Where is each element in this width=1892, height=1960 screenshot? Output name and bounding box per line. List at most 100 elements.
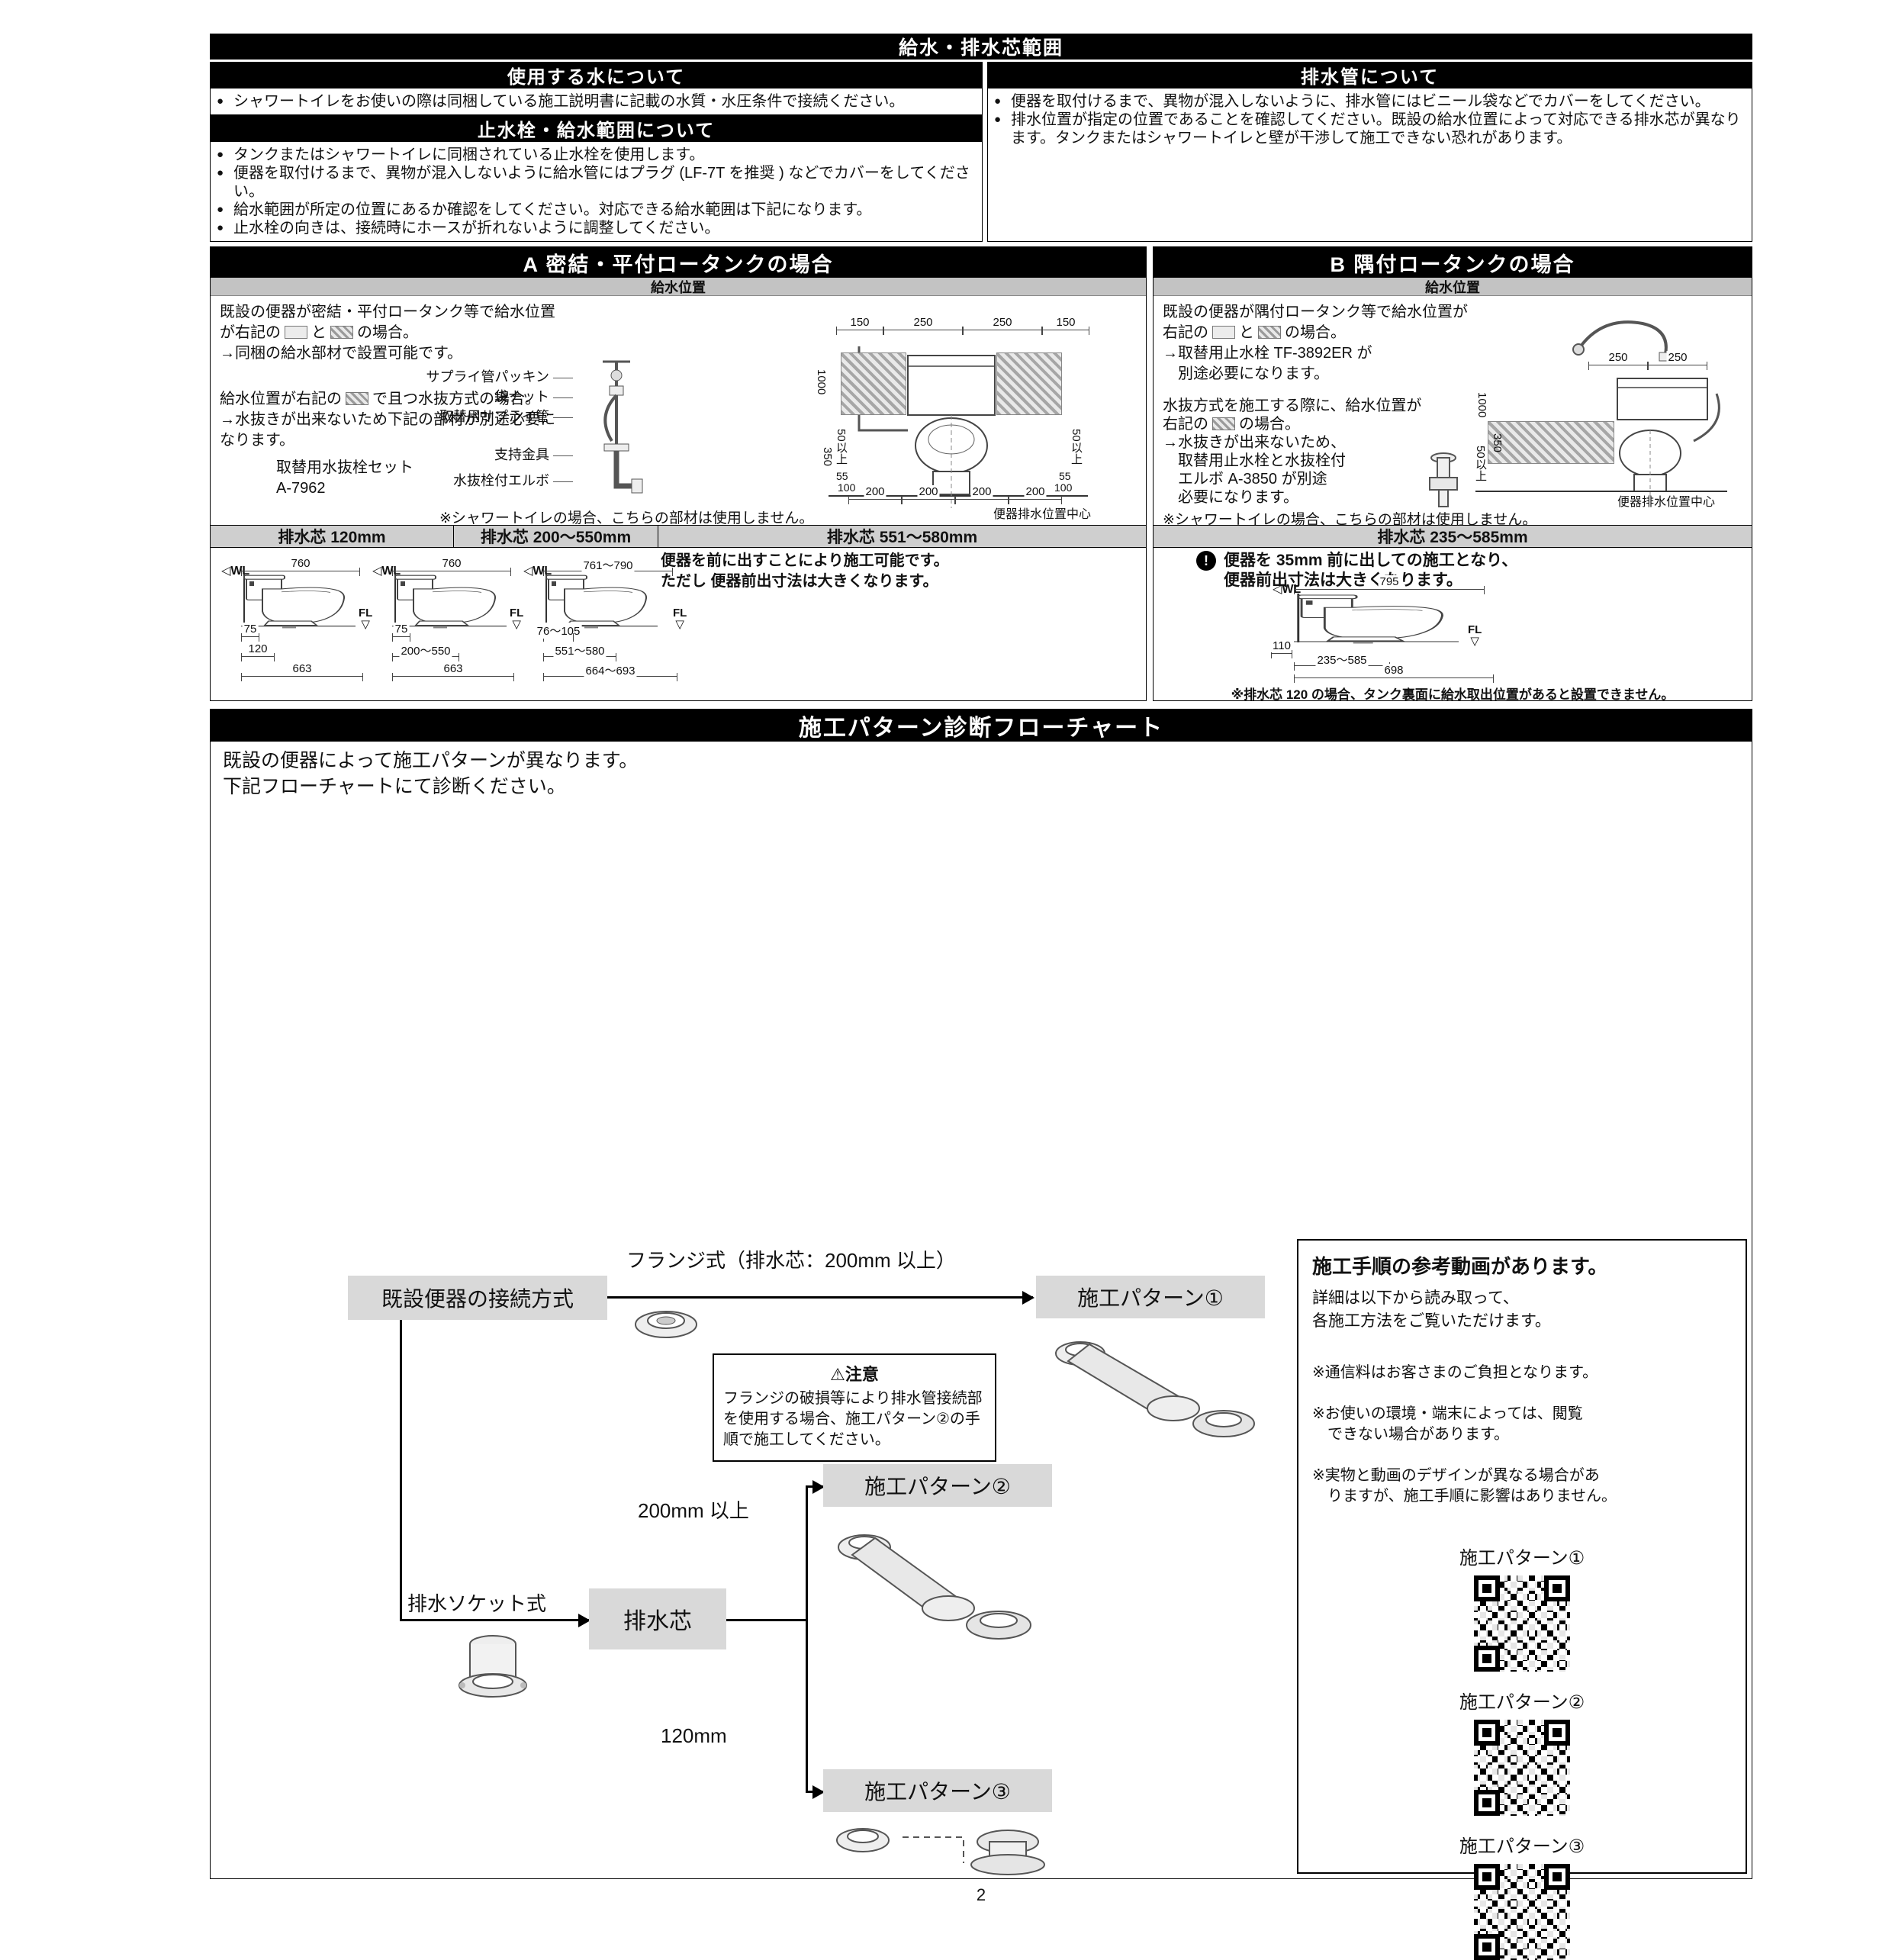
floor-line-marker: FL▽ xyxy=(359,607,372,630)
flow-box-drain-core: 排水芯 xyxy=(589,1588,726,1649)
panel-b-title: B 隅付ロータンクの場合 xyxy=(1154,247,1752,278)
flow-box-existing-connection: 既設便器の接続方式 xyxy=(348,1276,607,1320)
section-flowchart: 施工パターン診断フローチャート 既設の便器によって施工パターンが異なります。 下… xyxy=(210,709,1752,1960)
pattern-2-pipe-illustration xyxy=(838,1534,1031,1640)
side-diagram-b: ◁WL 795 FL▽ 110 235〜585 698 xyxy=(1268,575,1504,684)
wall-line-icon: ◁ xyxy=(372,565,382,578)
forward-warning: ! 便器を 35mm 前に出しての施工となり、 便器前出寸法は大きくなります。 xyxy=(1196,551,1517,591)
bullet-item: ●便器を取付けるまで、異物が混入しないように給水管にはプラグ (LF-7T を推… xyxy=(217,164,976,201)
qr-finder xyxy=(1474,1864,1500,1890)
text: 右記の xyxy=(1163,416,1208,433)
fl-label: FL xyxy=(673,607,687,620)
wall-line-marker: ◁WL xyxy=(1273,581,1301,597)
video-panel-notes: ※通信料はお客さまのご負担となります。 ※お使いの環境・端末によっては、閲覧 で… xyxy=(1312,1342,1732,1527)
supply-position-diagram-a: 150 250 250 150 1000 50以上 350 50以上 55 10… xyxy=(813,316,1096,521)
water-text: ● シャワートイレをお使いの際は同梱している施工説明書に記載の水質・水圧条件で接… xyxy=(210,88,983,115)
connector-line xyxy=(726,1619,806,1621)
bullet-icon: ● xyxy=(217,95,224,108)
section-tank-cases: A 密結・平付ロータンクの場合 給水位置 既設の便器が密結・平付ロータンク等で給… xyxy=(210,246,1752,702)
bullet-icon: ● xyxy=(217,221,224,234)
caution-title: ⚠注意 xyxy=(723,1361,986,1386)
note-line: ※お使いの環境・端末によっては、閲覧 できない場合があります。 xyxy=(1312,1405,1583,1443)
panel-a-close-coupled-tank: A 密結・平付ロータンクの場合 給水位置 既設の便器が密結・平付ロータンク等で給… xyxy=(210,246,1147,701)
text-line: なります。 xyxy=(220,432,294,449)
qr-label: 施工パターン② xyxy=(1459,1692,1585,1713)
bullet-text: 便器を取付けるまで、異物が混入しないように、排水管にはビニール袋などでカバーをし… xyxy=(1011,93,1710,110)
floor-line-icon: ▽ xyxy=(361,618,370,631)
qr-code-pattern-2 xyxy=(1474,1720,1570,1816)
text-line: 水抜方式を施工する際に、給水位置が xyxy=(1163,397,1422,414)
legend-hatch-icon xyxy=(330,326,353,339)
dimension: 350 xyxy=(1491,433,1504,453)
flange-branch-label: フランジ式（排水芯：200mm 以上） xyxy=(626,1249,956,1272)
kit-label: 取替用水抜栓セット xyxy=(276,459,413,476)
text-line: が右記のとの場合。 xyxy=(220,323,418,343)
qr-finder xyxy=(1544,1575,1570,1601)
floor-line-marker: FL▽ xyxy=(673,607,687,630)
text-line: →水抜きが出来ないため、 xyxy=(1163,434,1346,451)
text-line: エルボ A-3850 が別途 xyxy=(1163,471,1327,488)
bullet-item: ●給水範囲が所定の位置にあるか確認をしてください。対応できる給水範囲は下記になり… xyxy=(217,201,976,219)
supply-zone-hatch xyxy=(841,352,906,415)
floor-line-icon: ▽ xyxy=(1470,635,1479,648)
dimension: 55 xyxy=(1059,470,1071,482)
text-line: 別途必要になります。 xyxy=(1163,365,1329,382)
panel-a-diagrams: 便器を前に出すことにより施工可能です。 ただし 便器前出寸法は大きくなります。 … xyxy=(211,548,1146,700)
socket-branch-label: 排水ソケット式 xyxy=(407,1592,547,1615)
floor-line-icon: ▽ xyxy=(675,618,684,631)
dimension: 75 xyxy=(241,623,259,642)
text: 右記の xyxy=(1163,324,1208,341)
qr-code-pattern-1 xyxy=(1474,1575,1570,1672)
text-line: 右記のの場合。 xyxy=(1163,415,1300,433)
dimension: 76〜105 xyxy=(535,623,582,642)
fl-label: FL xyxy=(510,607,524,620)
text: と xyxy=(311,324,327,341)
text-line: 便器を 35mm 前に出しての施工となり、 xyxy=(1224,552,1518,569)
qr-finder xyxy=(1544,1720,1570,1746)
text-line: 詳細は以下から読み取って、 xyxy=(1312,1289,1519,1307)
legend-hatch-icon xyxy=(1258,326,1281,339)
wall-line-icon: ◁ xyxy=(523,565,533,578)
floor-line-marker: FL▽ xyxy=(1468,624,1482,647)
connector-line xyxy=(806,1785,825,1799)
fl-label: FL xyxy=(359,607,373,620)
panel-a-subheader: 給水位置 xyxy=(211,278,1146,296)
legend-hatch-icon xyxy=(346,392,368,405)
dimension: 1000 xyxy=(815,369,828,395)
toilet-side-view xyxy=(392,574,507,629)
dimension: 200〜550 xyxy=(392,642,459,661)
band-120: 排水芯 120mm xyxy=(278,529,386,546)
connector-line xyxy=(806,1485,808,1791)
qr-finder xyxy=(1474,1790,1500,1816)
branch-label-over-200: 200mm 以上 xyxy=(638,1499,749,1522)
dimension: 795 xyxy=(1294,575,1485,594)
floor-line-marker: FL▽ xyxy=(510,607,523,630)
drain-core-bands: 排水芯 120mm 排水芯 200〜550mm 排水芯 551〜580mm xyxy=(211,525,1146,548)
dimension: 350 xyxy=(821,447,834,467)
flange-icon xyxy=(635,1311,697,1338)
dimension: 200 xyxy=(955,485,1009,504)
valve-header: 止水栓・給水範囲について xyxy=(210,115,983,141)
bullet-text: 便器を取付けるまで、異物が混入しないように給水管にはプラグ (LF-7T を推奨… xyxy=(233,165,970,200)
bullet-icon: ● xyxy=(217,148,224,161)
dimension: 110 xyxy=(1271,639,1292,658)
qr-group-pattern-2: 施工パターン② xyxy=(1312,1687,1732,1816)
pattern-1-pipe-illustration xyxy=(1055,1341,1255,1437)
bullet-item: ●タンクまたはシャワートイレに同梱されている止水栓を使用します。 xyxy=(217,146,976,164)
side-diagram-200-550: ◁WL 760 FL▽ 75 200〜550 663 xyxy=(372,557,528,699)
dimension: 200 xyxy=(848,485,902,504)
dimension: 200 xyxy=(1009,485,1062,504)
qr-finder xyxy=(1544,1864,1570,1890)
dimension: 50以上 xyxy=(1474,446,1487,481)
connector-line xyxy=(806,1480,825,1494)
panel-b-diagram: ! 便器を 35mm 前に出しての施工となり、 便器前出寸法は大きくなります。 … xyxy=(1154,548,1752,685)
text: 給水位置が右記の xyxy=(220,391,342,407)
panel-b-footer-note: ※排水芯 120 の場合、タンク裏面に給水取出位置があると設置できません。 xyxy=(1231,687,1675,702)
legend-plain-icon xyxy=(285,326,307,339)
exclamation-icon: ! xyxy=(1196,551,1216,571)
section-supply-drain-range: 給水・排水芯範囲 使用する水について ● シャワートイレをお使いの際は同梱してい… xyxy=(210,34,1752,242)
dimension: 200 xyxy=(902,485,955,504)
supply-zone-hatch xyxy=(996,352,1062,415)
side-diagram-120: ◁WL 760 FL▽ 75 120 663 xyxy=(221,557,377,699)
drain-text: ●便器を取付けるまで、異物が混入しないように、排水管にはビニール袋などでカバーを… xyxy=(987,88,1752,242)
